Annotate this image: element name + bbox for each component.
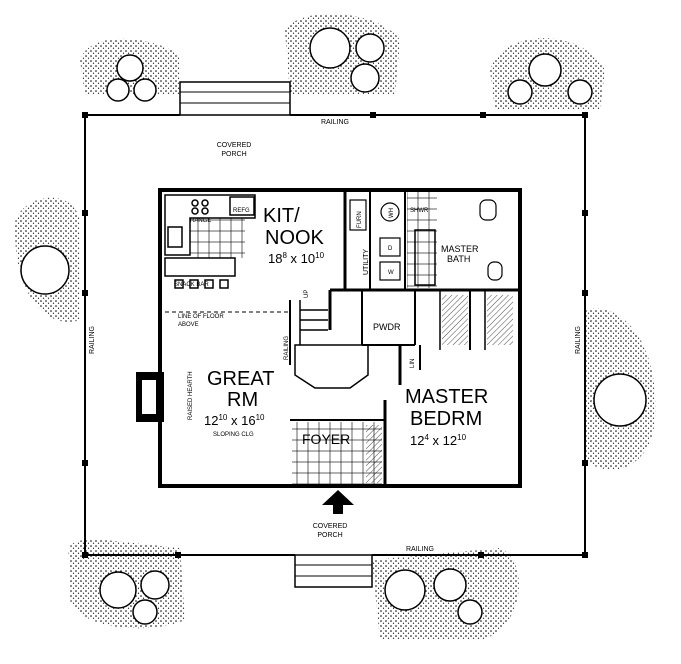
utility-label: UTILITY [363,249,370,275]
floor-above-label-line1: LINE OF FLOOR [178,314,224,320]
kitchen-dimensions: 188 x 1010 [268,251,325,266]
left-railing-label: RAILING [89,326,96,354]
bottom-porch-label-line2: PORCH [317,532,342,539]
entry-arrow [322,490,354,514]
great-room-name-line1: GREAT [207,368,274,390]
foyer-label: FOYER [302,431,350,447]
bottom-railing-label: RAILING [406,546,434,553]
foyer-closet-hatch [366,425,382,483]
right-railing-label: RAILING [575,326,582,354]
raised-hearth-label: RAISED HEARTH [188,371,194,420]
bath-floor-tile [407,192,437,288]
closet-hatch-2 [487,295,513,345]
snack-bar-label: SNACK BAR [174,282,209,288]
floor-above-label-line2: ABOVE [178,322,199,328]
master-bath-label-line1: MASTER [441,244,479,254]
top-porch-label-line1: COVERED [217,142,252,149]
utility-appliances [349,199,401,281]
house-walls [158,188,522,488]
top-porch-label-line2: PORCH [221,151,246,158]
washer-label: W [388,270,394,276]
great-room-dimensions: 1210 x 1610 [204,413,265,428]
bathtub [414,229,436,286]
bottom-porch-label-line1: COVERED [313,523,348,530]
master-bedroom-name-line1: MASTER [405,386,488,408]
sink [487,261,503,281]
shwr-label: SHWR [410,208,429,214]
top-railing-label: RAILING [321,119,349,126]
kitchen-floor-tile [190,218,245,258]
range-label: RANGE [190,218,211,224]
pwdr-label: PWDR [373,322,401,332]
master-bedroom-name-line2: BEDRM [410,408,482,430]
lin-label: LIN [410,359,416,368]
great-room-note: SLOPING CLG [213,432,254,438]
staircase [294,300,369,389]
porch-posts [82,112,588,558]
toilet [479,199,497,221]
trees [20,27,647,625]
great-room-name-line2: RM [227,389,258,411]
kitchen-name-line2: NOOK [265,227,325,249]
wh-label: WH [389,208,395,218]
closet-hatch [442,295,468,345]
stair-railing-label: RAILING [284,336,290,360]
dryer-label: D [388,246,393,252]
refg-label: REFG [233,208,250,214]
up-label: UP [304,290,310,298]
landscaping [14,13,656,640]
kitchen-name-line1: KIT/ [263,205,300,227]
master-bath-label-line2: BATH [447,254,470,264]
furn-label: FURN [357,211,363,228]
master-bedroom-dimensions: 124 x 1210 [410,433,467,448]
